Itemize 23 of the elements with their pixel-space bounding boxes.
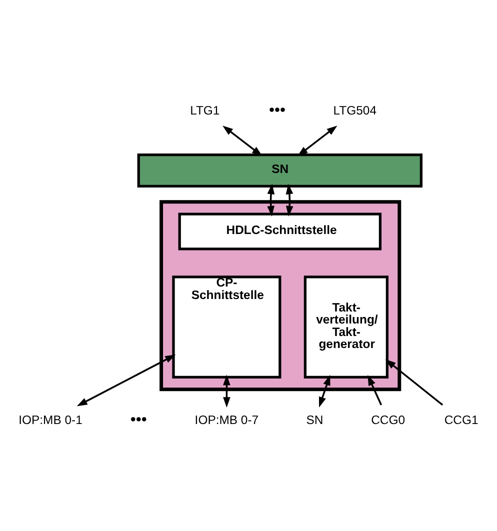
node-text: LTG504	[333, 102, 376, 117]
label: •••	[269, 102, 286, 119]
arrow	[267, 183, 275, 216]
node-box: SN	[137, 152, 422, 187]
node-box: HDLC-Schnittstelle	[178, 212, 382, 250]
node-box: CP- Schnittstelle	[172, 275, 282, 378]
arrow	[286, 183, 294, 216]
node-text: CCG1	[444, 412, 478, 427]
arrow	[368, 374, 382, 405]
arrow	[223, 374, 230, 408]
arrow	[297, 125, 338, 156]
node-text: SN	[306, 412, 324, 427]
arrow	[76, 354, 176, 406]
arrow	[222, 125, 262, 156]
node-text: CCG0	[371, 412, 405, 427]
node-text: LTG1	[190, 102, 220, 117]
arrow	[385, 358, 444, 406]
arrow	[318, 374, 330, 407]
node-text: IOP:MB 0-1	[18, 412, 82, 427]
node-text: IOP:MB 0-7	[194, 412, 259, 427]
cluster	[160, 200, 402, 391]
node-box: Takt- verteilung/ Takt- generator	[304, 275, 388, 378]
label: •••	[130, 411, 147, 428]
